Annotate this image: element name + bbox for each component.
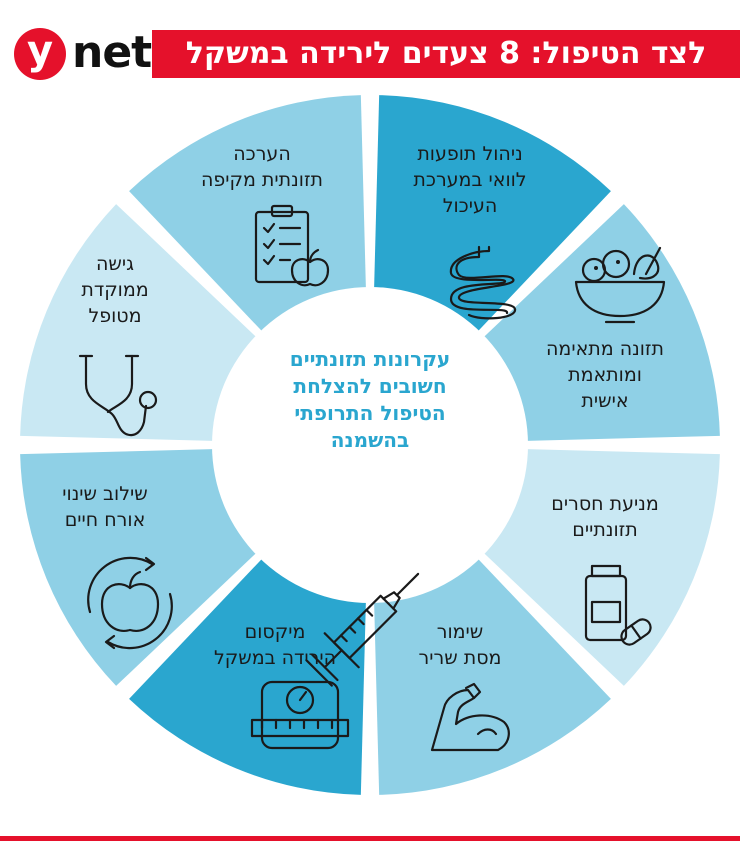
segment-label-patient: גישה ממוקדת מטופל: [81, 253, 148, 327]
segment-label-line: תזונתיים: [572, 519, 637, 541]
segment-label-line: שילוב שינוי: [62, 483, 147, 505]
center-title-line: בהשמנה: [331, 428, 409, 452]
page-title: לצד הטיפול: 8 צעדים לירידה במשקל: [152, 30, 740, 78]
segment-label-line: ניהול תופעות: [417, 143, 522, 165]
segment-label-lifestyle: שילוב שינוי אורח חיים: [62, 483, 147, 531]
segment-label-line: מניעת חסרים: [551, 493, 659, 515]
salad-bowl-icon: [574, 246, 666, 324]
scale-measuring-tape-icon: [250, 680, 350, 750]
segment-label-line: ממוקדת: [81, 279, 148, 301]
clipboard-apple-icon: [254, 204, 330, 287]
segment-label-line: תזונתית מקיפה: [201, 169, 323, 191]
center-title-line: חשובים להצלחת: [293, 374, 446, 398]
stethoscope-icon: [78, 354, 158, 437]
center-circle: [212, 287, 528, 603]
segment-label-line: אישית: [581, 390, 628, 412]
syringe-icon: [305, 572, 420, 687]
center-title: עקרונות תזונתיים חשובים להצלחת הטיפול התרו…: [290, 347, 450, 452]
ynet-logo[interactable]: y net: [14, 28, 152, 80]
segment-label-line: מיקסום: [245, 621, 306, 643]
segment-label-line: העיכול: [443, 195, 498, 217]
segment-label-line: הירידה במשקל: [214, 647, 336, 669]
center-label: עקרונות תזונתיים חשובים להצלחת הטיפול התרו…: [290, 347, 450, 452]
segment-label-diet: תזונה מתאימה ומותאמת אישית: [546, 338, 664, 412]
header: y net לצד הטיפול: 8 צעדים לירידה במשקל: [0, 0, 740, 90]
segment-label-line: תזונה מתאימה: [546, 338, 664, 360]
logo-word: net: [72, 27, 152, 78]
supplement-pills-icon: [584, 564, 652, 646]
segment-label-muscle: שימור מסת שריר: [419, 621, 502, 669]
segment-labels: ניהול תופעות לוואי במערכת העיכול תזונה מתאי…: [62, 143, 664, 669]
segment-label-line: לוואי במערכת: [413, 169, 526, 191]
segment-label-line: ומותאמת: [568, 364, 642, 386]
segment-label-line: אורח חיים: [65, 509, 146, 531]
segment-label-maximize: מיקסום הירידה במשקל: [214, 621, 336, 669]
center-title-line: עקרונות תזונתיים: [290, 347, 450, 371]
segment-label-ibs: ניהול תופעות לוואי במערכת העיכול: [413, 143, 526, 217]
segment-label-line: מסת שריר: [419, 647, 502, 669]
segment-label-line: שימור: [437, 621, 484, 643]
logo-circle: y: [14, 28, 66, 80]
flexed-arm-icon: [430, 682, 510, 752]
apple-cycle-icon: [87, 556, 173, 650]
bottom-rule: [0, 836, 740, 841]
center-title-line: הטיפול התרופתי: [294, 401, 445, 425]
segment-label-line: מטופל: [88, 305, 141, 327]
segment-label-deficiency: מניעת חסרים תזונתיים: [551, 493, 659, 541]
steps-wheel: ניהול תופעות לוואי במערכת העיכול תזונה מתאי…: [20, 95, 720, 795]
segment-label-line: גישה: [96, 253, 134, 275]
segment-label-assessment: הערכה תזונתית מקיפה: [201, 143, 323, 191]
intestine-icon: [449, 245, 517, 320]
segment-label-line: הערכה: [233, 143, 291, 165]
